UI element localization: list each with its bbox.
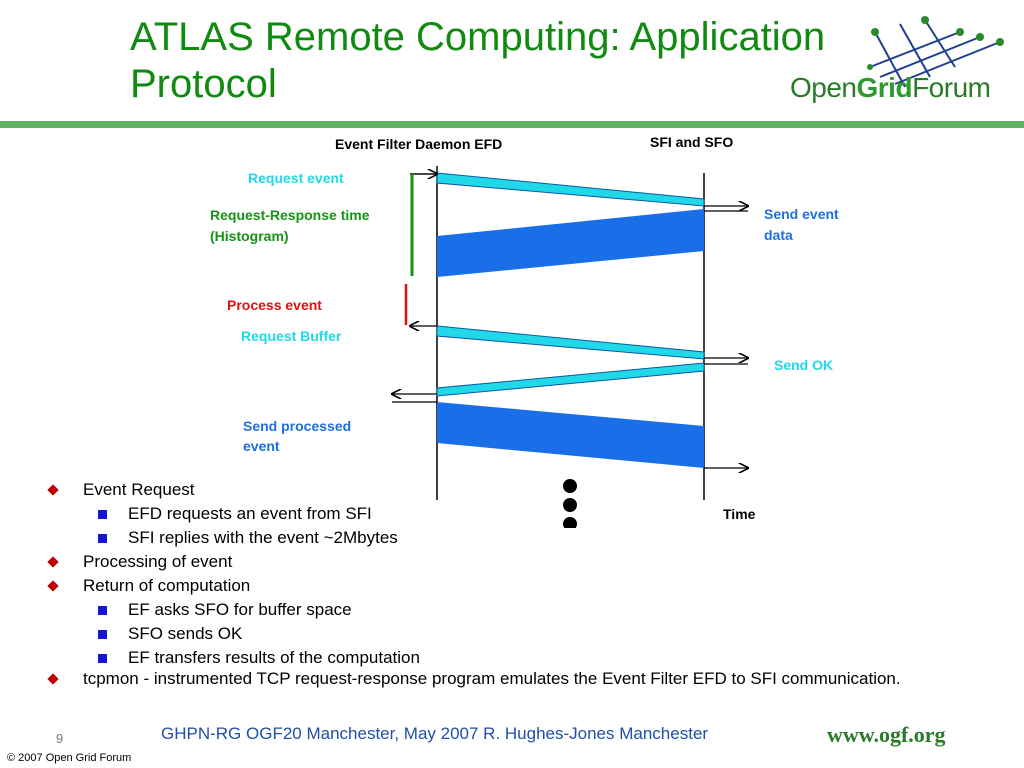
rr-time-label-line1: Request-Response time: [210, 207, 370, 223]
slide-title: ATLAS Remote Computing: Application Prot…: [130, 15, 826, 106]
continuation-dot: [563, 498, 577, 512]
process-event-label: Process event: [227, 297, 322, 313]
rr-time-label-line2: (Histogram): [210, 228, 289, 244]
continuation-dot: [563, 479, 577, 493]
sfi-sfo-label: SFI and SFO: [650, 134, 734, 150]
open-grid-forum-logo: OpenGridForum: [790, 12, 1004, 107]
bullet-text: EF transfers results of the computation: [128, 648, 420, 667]
send-processed-label-line2: event: [243, 438, 280, 454]
title-divider: [0, 121, 1024, 128]
send-ok-message: [436, 362, 705, 397]
sub-bullet-item: EFD requests an event from SFI: [46, 502, 946, 526]
send-event-data-label-line2: data: [764, 227, 793, 243]
request-event-label: Request event: [248, 170, 344, 186]
bullet-text: Event Request: [83, 480, 195, 499]
continuation-dot: [563, 517, 577, 528]
bullet-item: Processing of event: [46, 550, 946, 574]
send-processed-label-line1: Send processed: [243, 418, 352, 434]
page-number: 9: [56, 731, 64, 746]
send-event-data-label-line1: Send event: [764, 206, 839, 222]
square-bullet-icon: [98, 534, 107, 543]
bullet-item: Event Request: [46, 478, 946, 502]
bullet-item: tcpmon - instrumented TCP request-respon…: [46, 670, 946, 688]
sub-bullet-item: SFO sends OK: [46, 622, 946, 646]
bullet-list: Event Request EFD requests an event from…: [46, 478, 946, 688]
ogf-website-logo: www.ogf.org: [827, 722, 946, 747]
diamond-bullet-icon: [47, 556, 59, 568]
diamond-bullet-icon: [47, 580, 59, 592]
square-bullet-icon: [98, 654, 107, 663]
send-ok-label: Send OK: [774, 357, 834, 373]
efd-label: Event Filter Daemon EFD: [335, 136, 503, 152]
diamond-bullet-icon: [47, 673, 59, 685]
bullet-item: Return of computation: [46, 574, 946, 598]
bullet-text: EFD requests an event from SFI: [128, 504, 372, 523]
copyright-notice: © 2007 Open Grid Forum: [7, 752, 132, 764]
bullet-text: SFO sends OK: [128, 624, 243, 643]
time-axis-label: Time: [723, 506, 756, 522]
logo-grid-text: Grid: [856, 72, 913, 103]
event-data-message: [437, 209, 704, 277]
square-bullet-icon: [98, 510, 107, 519]
request-event-message: [436, 172, 705, 207]
processed-event-message: [437, 402, 704, 468]
bullet-text: SFI replies with the event ~2Mbytes: [128, 528, 398, 547]
square-bullet-icon: [98, 606, 107, 615]
logo-forum-text: Forum: [912, 72, 991, 103]
logo-open-text: Open: [790, 72, 857, 103]
bullet-text: EF asks SFO for buffer space: [128, 600, 352, 619]
sub-bullet-item: SFI replies with the event ~2Mbytes: [46, 526, 946, 550]
bullet-text: tcpmon - instrumented TCP request-respon…: [83, 669, 901, 688]
square-bullet-icon: [98, 630, 107, 639]
sub-bullet-item: EF transfers results of the computation: [46, 646, 946, 670]
diamond-bullet-icon: [47, 484, 59, 496]
request-buffer-message: [436, 325, 705, 360]
sub-bullet-item: EF asks SFO for buffer space: [46, 598, 946, 622]
request-buffer-label: Request Buffer: [241, 328, 342, 344]
footer-text: GHPN-RG OGF20 Manchester, May 2007 R. Hu…: [161, 724, 709, 743]
logo-wordmark: OpenGridForum: [790, 72, 991, 104]
bullet-text: Return of computation: [83, 576, 251, 595]
bullet-text: Processing of event: [83, 552, 233, 571]
grid-mesh-icon: [867, 16, 1004, 88]
